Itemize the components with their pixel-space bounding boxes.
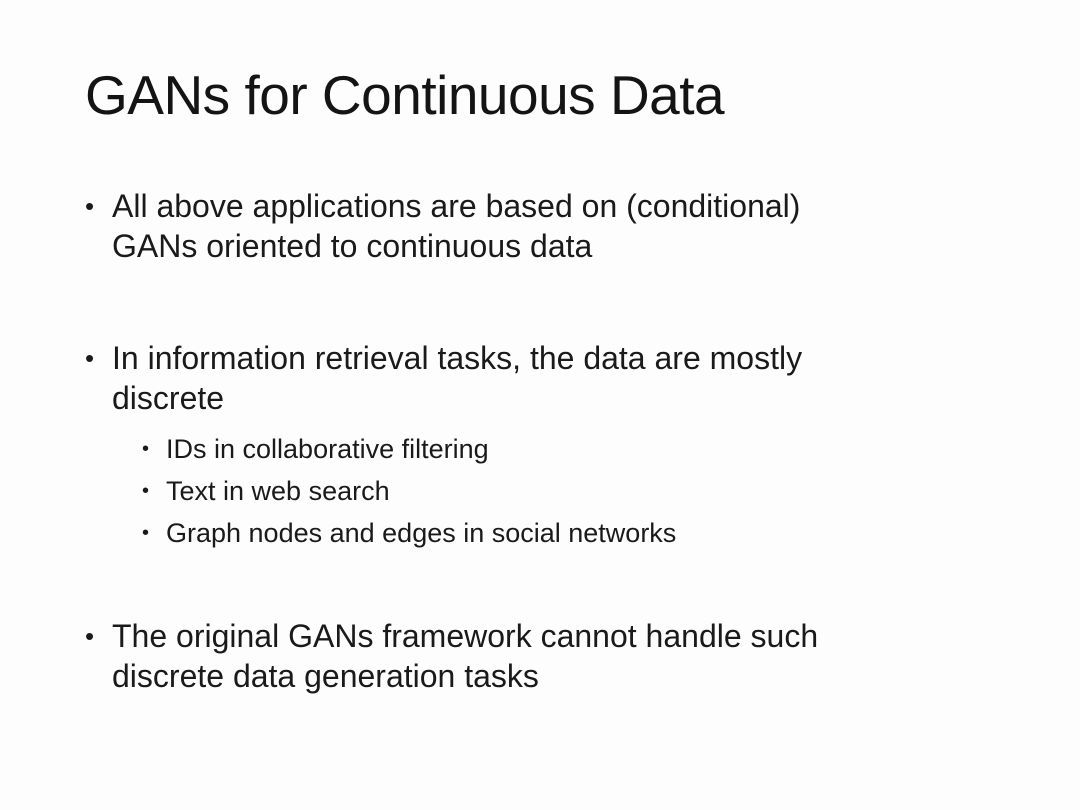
sub-bullet-list: • IDs in collaborative filtering • Text … bbox=[85, 428, 1050, 554]
sub-bullet-item: • Text in web search bbox=[142, 470, 1050, 512]
bullet-text: In information retrieval tasks, the data… bbox=[112, 340, 803, 416]
bullet-text: The original GANs framework cannot handl… bbox=[112, 618, 819, 694]
bullet-item: • The original GANs framework cannot han… bbox=[85, 616, 1050, 696]
bullet-item: • In information retrieval tasks, the da… bbox=[85, 338, 1050, 418]
bullet-icon: • bbox=[142, 522, 150, 544]
bullet-icon: • bbox=[142, 438, 150, 460]
bullet-item: • All above applications are based on (c… bbox=[85, 186, 1050, 266]
sub-bullet-item: • Graph nodes and edges in social networ… bbox=[142, 512, 1050, 554]
bullet-icon: • bbox=[142, 480, 150, 502]
bullet-icon: • bbox=[85, 621, 95, 651]
bullet-text: All above applications are based on (con… bbox=[112, 188, 801, 264]
slide-body: • All above applications are based on (c… bbox=[85, 186, 1050, 696]
sub-bullet-text: IDs in collaborative filtering bbox=[166, 434, 489, 464]
bullet-icon: • bbox=[85, 343, 95, 373]
sub-bullet-item: • IDs in collaborative filtering bbox=[142, 428, 1050, 470]
bullet-icon: • bbox=[85, 191, 95, 221]
sub-bullet-text: Text in web search bbox=[166, 476, 390, 506]
slide-title: GANs for Continuous Data bbox=[85, 64, 725, 126]
sub-bullet-text: Graph nodes and edges in social networks bbox=[166, 518, 677, 548]
